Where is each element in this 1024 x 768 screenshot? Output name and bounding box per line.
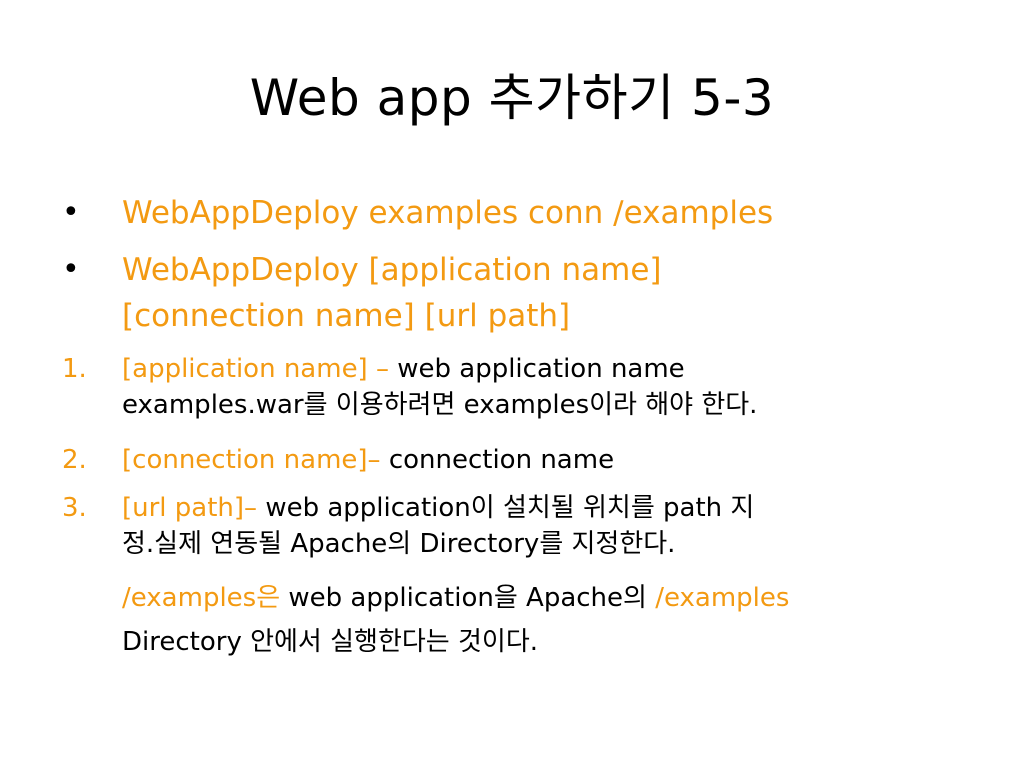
numbered-text: [application name] – web application nam… xyxy=(122,351,952,423)
bullet-text: WebAppDeploy [application name] [connect… xyxy=(122,247,942,339)
slide-title: Web app 추가하기 5-3 xyxy=(249,69,775,127)
bullet-marker: • xyxy=(62,195,80,230)
param-description: web application name xyxy=(397,354,685,384)
numbered-line: [application name] – web application nam… xyxy=(122,351,952,387)
continuation-text: /examples은 web application을 Apache의 /exa… xyxy=(122,576,972,664)
path-highlight: /examples은 xyxy=(122,583,281,613)
number-marker: 2. xyxy=(62,445,87,475)
param-description: web application이 설치될 위치를 path 지 xyxy=(265,493,755,523)
bullet-text-line: WebAppDeploy [application name] xyxy=(122,252,662,288)
numbered-text: [url path]– web application이 설치될 위치를 pat… xyxy=(122,490,952,562)
param-description: connection name xyxy=(388,445,615,475)
numbered-line: 정.실제 연동될 Apache의 Directory를 지정한다. xyxy=(122,529,676,559)
param-label: [connection name]– xyxy=(122,445,389,475)
param-label: [url path]– xyxy=(122,493,266,523)
number-marker: 1. xyxy=(62,354,87,384)
bullet-marker: • xyxy=(62,252,80,287)
path-highlight: /examples xyxy=(655,583,790,613)
continuation-line: Directory 안에서 실행한다는 것이다. xyxy=(122,627,539,657)
numbered-line: [connection name]– connection name xyxy=(122,442,952,478)
bullet-text-line: [connection name] [url path] xyxy=(122,298,571,334)
numbered-text: [connection name]– connection name xyxy=(122,442,952,478)
number-marker: 3. xyxy=(62,493,87,523)
continuation-line: /examples은 web application을 Apache의 /exa… xyxy=(122,576,972,620)
numbered-line: examples.war를 이용하려면 examples이라 해야 한다. xyxy=(122,390,758,420)
numbered-line: [url path]– web application이 설치될 위치를 pat… xyxy=(122,490,952,526)
continuation-description: web application을 Apache의 xyxy=(280,583,656,613)
param-label: [application name] – xyxy=(122,354,398,384)
bullet-text: WebAppDeploy examples conn /examples xyxy=(122,195,774,231)
